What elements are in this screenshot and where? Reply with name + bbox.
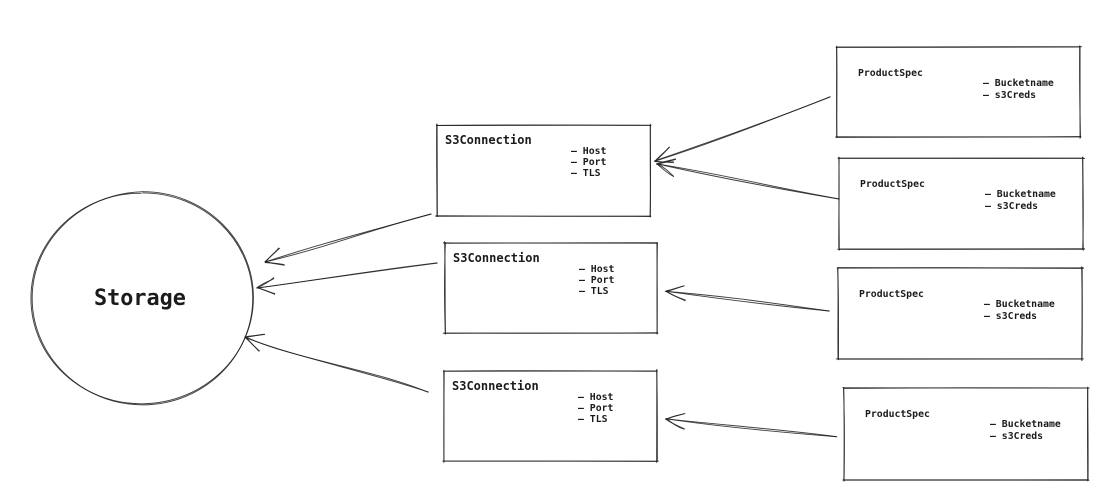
attribute-tls: – TLS <box>579 286 609 298</box>
attribute-bucketname: – Bucketname <box>990 418 1061 430</box>
s3-connection-node-2[interactable]: S3Connection – Host– Port– TLS <box>445 243 657 333</box>
product-spec-attributes: – Bucketname– s3Creds <box>984 299 1055 324</box>
attribute-s3creds: – s3Creds <box>990 431 1044 442</box>
s3-connection-node-1[interactable]: S3Connection – Host– Port– TLS <box>437 125 650 216</box>
attribute-host: – Host <box>578 392 614 404</box>
product-spec-attributes: – Bucketname– s3Creds <box>990 419 1061 444</box>
s3-connection-title: S3Connection <box>452 379 539 394</box>
attribute-host: – Host <box>571 146 607 158</box>
attribute-bucketname: – Bucketname <box>985 188 1056 200</box>
attribute-tls: – TLS <box>578 414 608 426</box>
storage-node[interactable]: Storage <box>94 285 186 311</box>
product-spec-node-3[interactable]: ProductSpec – Bucketname– s3Creds <box>838 268 1082 359</box>
s3-connection-title: S3Connection <box>445 133 532 148</box>
s3-connection-attributes: – Host– Port– TLS <box>579 264 614 297</box>
attribute-tls: – TLS <box>571 168 601 180</box>
product-spec-attributes: – Bucketname– s3Creds <box>985 189 1056 214</box>
attribute-s3creds: – s3Creds <box>984 311 1038 322</box>
product-spec-title: ProductSpec <box>859 288 924 300</box>
s3-connection-node-3[interactable]: S3Connection – Host– Port– TLS <box>444 371 657 461</box>
storage-label: Storage <box>94 285 186 311</box>
attribute-port: – Port <box>578 403 614 415</box>
product-spec-node-2[interactable]: ProductSpec – Bucketname– s3Creds <box>839 158 1083 249</box>
product-spec-title: ProductSpec <box>860 178 925 190</box>
attribute-s3creds: – s3Creds <box>983 90 1037 101</box>
attribute-bucketname: – Bucketname <box>983 77 1054 89</box>
product-spec-title: ProductSpec <box>865 408 930 420</box>
product-spec-title: ProductSpec <box>858 67 923 79</box>
s3-connection-attributes: – Host– Port– TLS <box>571 146 606 179</box>
product-spec-node-4[interactable]: ProductSpec – Bucketname– s3Creds <box>844 388 1088 480</box>
product-spec-attributes: – Bucketname– s3Creds <box>983 78 1054 103</box>
s3-connection-title: S3Connection <box>453 251 540 266</box>
attribute-port: – Port <box>579 275 615 287</box>
attribute-port: – Port <box>571 157 607 169</box>
product-spec-node-1[interactable]: ProductSpec – Bucketname– s3Creds <box>837 47 1080 137</box>
attribute-bucketname: – Bucketname <box>984 298 1055 310</box>
attribute-s3creds: – s3Creds <box>985 201 1039 212</box>
s3-connection-attributes: – Host– Port– TLS <box>578 392 613 425</box>
attribute-host: – Host <box>579 264 615 276</box>
